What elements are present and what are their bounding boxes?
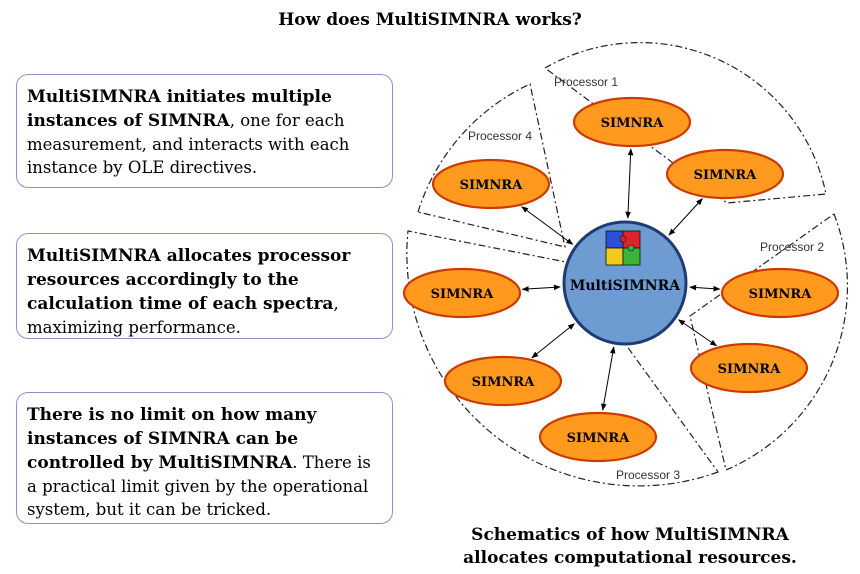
simnra-node-label: SIMNRA — [601, 116, 665, 131]
simnra-node-5: SIMNRA — [538, 411, 658, 463]
info-box-bold: There is no limit on how many instances … — [27, 405, 317, 473]
info-box-instances: MultiSIMNRA initiates multiple instances… — [16, 74, 393, 188]
info-box-text: , maximizing performance. — [27, 294, 339, 337]
simnra-node-shape — [572, 96, 692, 148]
simnra-node-2: SIMNRA — [665, 148, 785, 200]
info-box-text: . There is a practical limit given by th… — [27, 453, 371, 519]
processor-sector-1 — [543, 41, 827, 204]
processor-label-1: Processor 1 — [554, 75, 618, 89]
caption-line-2: allocates computational resources. — [463, 548, 797, 568]
simnra-node-label: SIMNRA — [472, 375, 536, 390]
simnra-node-label: SIMNRA — [431, 287, 495, 302]
simnra-node-3: SIMNRA — [720, 267, 840, 319]
simnra-node-shape — [720, 267, 840, 319]
processor-label-3: Processor 3 — [616, 468, 680, 482]
simnra-node-shape — [431, 158, 551, 210]
connector-arrow — [601, 346, 616, 411]
processor-sector-2 — [689, 213, 848, 471]
simnra-node-label: SIMNRA — [460, 178, 524, 193]
connector-arrow — [521, 284, 561, 292]
multisimnra-hub — [562, 220, 688, 346]
info-box-bold: MultiSIMNRA initiates multiple instances… — [27, 87, 332, 131]
puzzle-icon — [605, 230, 641, 266]
simnra-node-4: SIMNRA — [689, 342, 809, 394]
simnra-node-shape — [443, 355, 563, 407]
simnra-node-label: SIMNRA — [567, 431, 631, 446]
simnra-node-shape — [665, 148, 785, 200]
processor-label-4: Processor 4 — [468, 129, 532, 143]
simnra-node-label: SIMNRA — [694, 168, 758, 183]
caption-line-1: Schematics of how MultiSIMNRA — [471, 525, 789, 545]
simnra-node-label: SIMNRA — [718, 362, 782, 377]
connector-arrow — [668, 198, 703, 236]
page-title: How does MultiSIMNRA works? — [278, 10, 582, 30]
simnra-node-shape — [538, 411, 658, 463]
simnra-node-6: SIMNRA — [443, 355, 563, 407]
info-box-bold: MultiSIMNRA allocates processor resource… — [27, 246, 351, 314]
connector-arrow — [531, 323, 575, 359]
simnra-node-7: SIMNRA — [402, 267, 522, 319]
processor-label-2: Processor 2 — [760, 240, 824, 254]
hub-label: MultiSIMNRA — [570, 278, 681, 294]
simnra-node-shape — [689, 342, 809, 394]
simnra-node-8: SIMNRA — [431, 158, 551, 210]
info-box-text: , one for each measurement, and interact… — [27, 111, 350, 177]
connector-arrow — [678, 319, 718, 347]
simnra-node-label: SIMNRA — [749, 287, 813, 302]
simnra-node-shape — [402, 267, 522, 319]
info-box-allocation: MultiSIMNRA allocates processor resource… — [16, 233, 393, 339]
simnra-node-1: SIMNRA — [572, 96, 692, 148]
connector-arrow — [689, 284, 721, 292]
processor-sector-4 — [417, 83, 566, 248]
processor-sector-3 — [406, 230, 719, 487]
info-box-limit: There is no limit on how many instances … — [16, 392, 393, 524]
diagram-caption: Schematics of how MultiSIMNRA allocates … — [420, 524, 840, 570]
connector-arrow — [521, 206, 574, 245]
connector-arrow — [625, 148, 634, 219]
